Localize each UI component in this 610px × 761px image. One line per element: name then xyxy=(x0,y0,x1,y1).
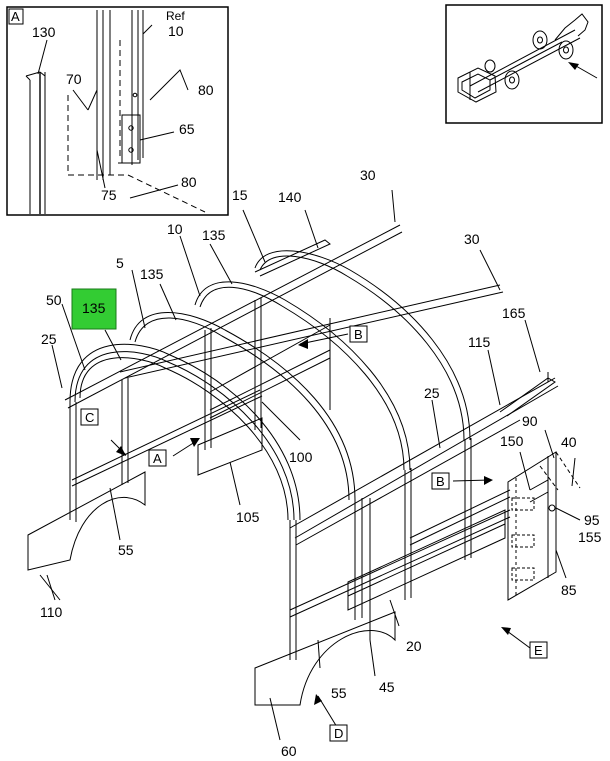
callout-25-right: 25 xyxy=(424,385,440,401)
callout-55-front: 55 xyxy=(118,542,134,558)
callout-ref: Ref xyxy=(166,9,185,23)
callout-140: 140 xyxy=(278,189,302,205)
callout-90: 90 xyxy=(522,413,538,429)
view-ref-b1-label: B xyxy=(354,327,363,342)
view-ref-d-label: D xyxy=(334,726,343,741)
callout-75: 75 xyxy=(101,187,117,203)
callout-25-left: 25 xyxy=(41,331,57,347)
view-arrow-heads xyxy=(116,339,511,705)
view-ref-b1 xyxy=(349,325,368,343)
callout-85: 85 xyxy=(561,582,577,598)
bow-3 xyxy=(194,281,411,471)
wheel-panel-front xyxy=(27,471,146,571)
callout-165: 165 xyxy=(502,305,526,321)
callout-65: 65 xyxy=(179,121,195,137)
callout-105: 105 xyxy=(236,509,260,525)
callout-30-upper: 30 xyxy=(360,167,376,183)
callout-115: 115 xyxy=(468,334,491,350)
bow-4 xyxy=(254,250,471,441)
callout-70: 70 xyxy=(66,71,82,87)
inset-a-tag xyxy=(8,8,24,25)
view-ref-a xyxy=(148,449,167,467)
callout-80-lower: 80 xyxy=(181,174,197,190)
view-ref-b2-label: B xyxy=(436,474,445,489)
bow-2 xyxy=(129,312,356,501)
callout-10-inset: 10 xyxy=(168,23,184,39)
view-ref-b2 xyxy=(431,472,450,490)
locator-frame xyxy=(445,4,603,124)
inset-a-frame xyxy=(6,6,229,216)
wheel-panel-rear xyxy=(254,611,396,706)
body-frame xyxy=(27,189,581,741)
callout-5: 5 xyxy=(116,255,124,271)
callout-60: 60 xyxy=(281,743,297,759)
callout-95: 95 xyxy=(584,512,600,528)
callout-10: 10 xyxy=(167,221,183,237)
view-ref-d xyxy=(329,724,348,742)
callout-155: 155 xyxy=(578,529,602,545)
callout-20: 20 xyxy=(406,638,422,654)
panel-105 xyxy=(197,417,263,476)
callout-135-highlighted[interactable]: 135 xyxy=(82,300,106,316)
callout-45: 45 xyxy=(379,679,395,695)
locator-inset xyxy=(445,4,603,124)
callout-135-a: 135 xyxy=(202,227,226,243)
callout-130: 130 xyxy=(32,24,56,40)
view-ref-boxes xyxy=(80,325,548,742)
callout-50: 50 xyxy=(46,292,62,308)
view-ref-e-label: E xyxy=(534,643,543,658)
locator-arrow-head xyxy=(568,62,579,70)
view-ref-c-label: C xyxy=(85,410,94,425)
callout-100: 100 xyxy=(289,449,313,465)
rear-door-panel xyxy=(507,451,557,601)
callout-30-right: 30 xyxy=(464,231,480,247)
highlighted-part-box[interactable] xyxy=(71,288,117,330)
callout-15: 15 xyxy=(232,187,248,203)
view-ref-e xyxy=(529,641,548,659)
callout-150: 150 xyxy=(500,433,524,449)
bow-front xyxy=(69,343,301,521)
callout-80-upper: 80 xyxy=(198,82,214,98)
inset-a-tag-label: A xyxy=(11,9,20,24)
callout-135-b: 135 xyxy=(140,266,164,282)
callout-110: 110 xyxy=(40,604,63,620)
inset-detail-a xyxy=(6,6,229,216)
callout-55-rear: 55 xyxy=(331,685,347,701)
view-ref-a-label: A xyxy=(153,451,162,466)
callout-40: 40 xyxy=(561,434,577,450)
view-ref-c xyxy=(80,408,99,426)
